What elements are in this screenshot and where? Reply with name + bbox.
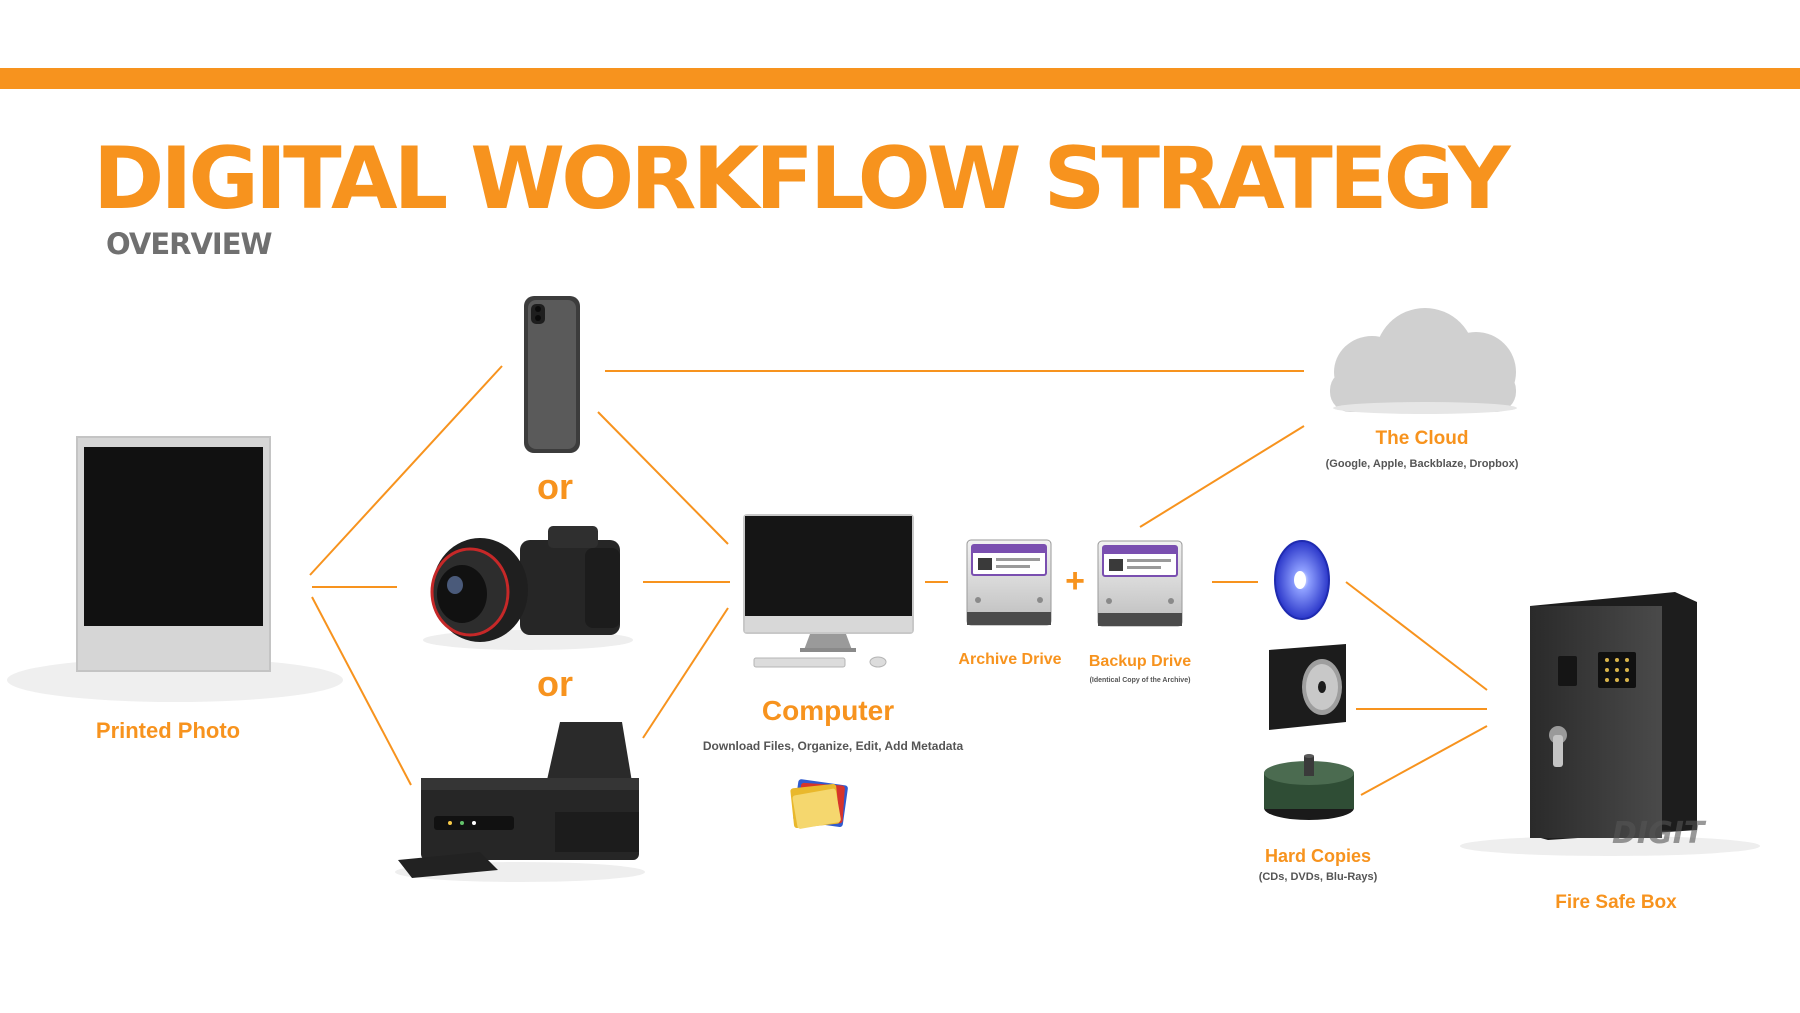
- smartphone-icon: [524, 296, 580, 453]
- line-backup-cloud: [1139, 425, 1305, 528]
- hard-drive-icon-archive: [966, 539, 1052, 626]
- instant-photo-icon: [7, 436, 343, 702]
- cloud-caption: (Google, Apple, Backblaze, Dropbox): [1325, 458, 1519, 470]
- page-subtitle: OVERVIEW: [106, 227, 272, 261]
- computer-label: Computer: [761, 695, 895, 726]
- backup-drive-caption: (Identical Copy of the Archive): [1089, 677, 1191, 684]
- backup-drive-label: Backup Drive: [1088, 653, 1192, 670]
- cloud-icon: [1330, 308, 1517, 414]
- line-photo-scanner: [311, 596, 412, 786]
- blu-ray-disc-icon: [1274, 540, 1330, 620]
- line-spindle-safe: [1360, 725, 1488, 796]
- desktop-computer-icon: [743, 514, 914, 668]
- line-scanner-computer: [642, 607, 729, 739]
- fire-safe-label: Fire Safe Box: [1555, 892, 1677, 913]
- page-title: DIGITAL WORKFLOW STRATEGY: [93, 129, 1511, 229]
- folders-icon: [790, 779, 848, 829]
- archive-drive-label: Archive Drive: [958, 651, 1062, 668]
- printer-scanner-icon: [395, 722, 645, 882]
- hard-drive-icon-backup: [1097, 540, 1183, 627]
- line-photo-phone: [309, 365, 503, 576]
- cloud-label: The Cloud: [1375, 428, 1469, 449]
- fire-safe-icon: DIGIT: [1460, 592, 1760, 856]
- line-phone-computer: [597, 411, 729, 545]
- computer-caption: Download Files, Organize, Edit, Add Meta…: [702, 739, 964, 753]
- line-disc-safe: [1345, 581, 1488, 691]
- disc-spindle-icon: [1264, 754, 1354, 820]
- connector-lines: [309, 365, 1488, 796]
- or-label-bottom: or: [537, 663, 573, 704]
- plus-label: +: [1065, 562, 1085, 600]
- watermark-text: DIGIT: [1612, 816, 1707, 851]
- printed-photo-label: Printed Photo: [95, 718, 241, 743]
- top-accent-bar: [0, 68, 1800, 89]
- or-label-top: or: [537, 466, 573, 507]
- hard-copies-label: Hard Copies: [1264, 846, 1372, 866]
- hard-copies-caption: (CDs, DVDs, Blu-Rays): [1258, 871, 1378, 883]
- dvd-case-icon: [1269, 644, 1346, 730]
- dslr-camera-icon: [423, 526, 633, 650]
